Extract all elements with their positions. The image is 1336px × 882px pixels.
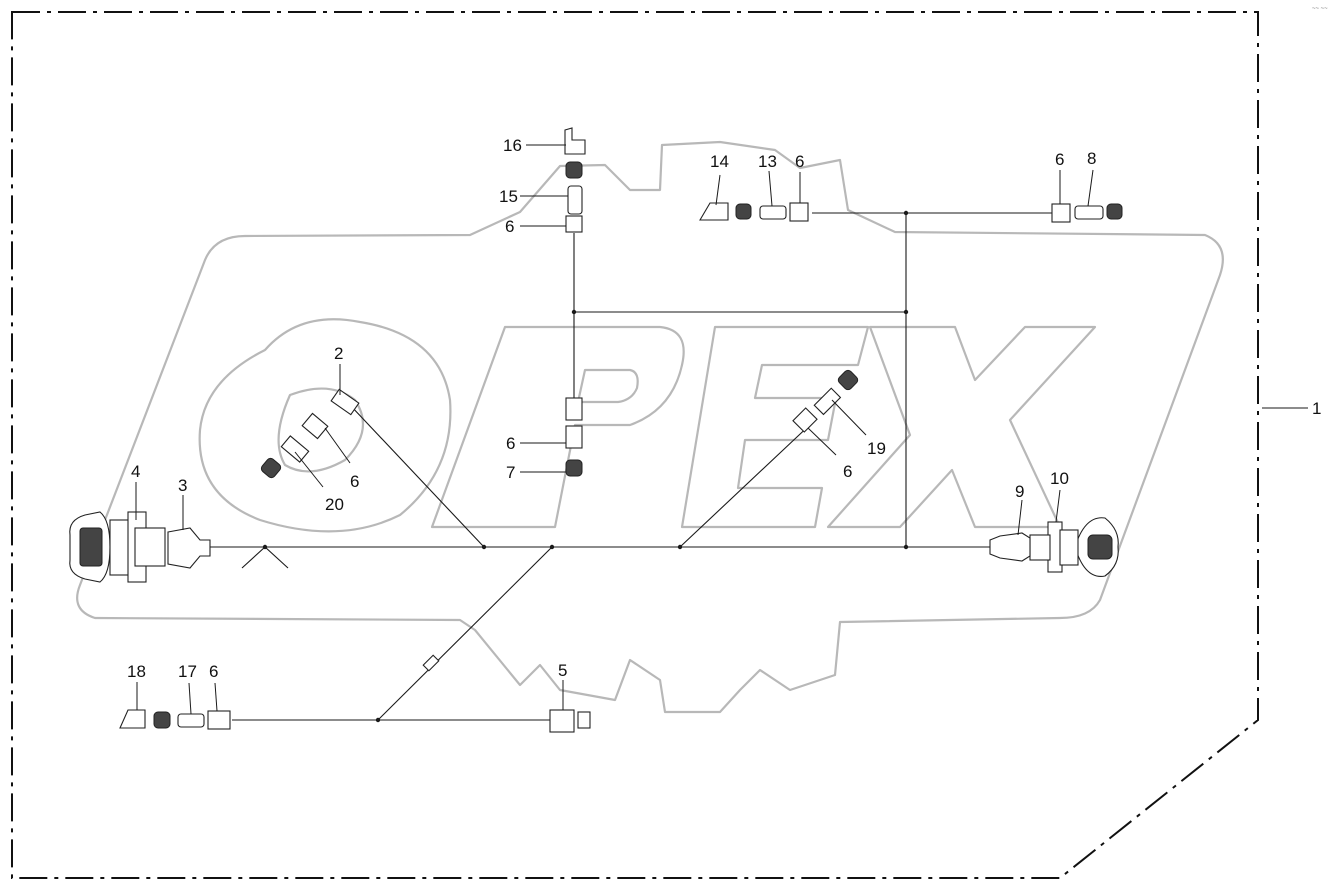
center-right-connectors <box>792 369 859 433</box>
bottom-left-connectors <box>119 709 231 730</box>
callout-6-middle: 6 <box>506 434 515 453</box>
top-branch-connectors <box>564 127 586 233</box>
callout-2: 2 <box>334 344 343 363</box>
callout-9: 9 <box>1015 482 1024 501</box>
top-right-connectors-right <box>1051 203 1123 223</box>
top-right-connectors-left <box>699 202 809 222</box>
callout-17: 17 <box>178 662 197 681</box>
right-bulkhead-connector <box>1029 517 1119 577</box>
callout-15: 15 <box>499 187 518 206</box>
callouts: 1 2 3 4 5 6 6 6 6 6 6 6 7 8 9 10 13 14 1… <box>127 136 1321 681</box>
left-boot <box>167 527 211 569</box>
callout-3: 3 <box>178 476 187 495</box>
callout-5: 5 <box>558 661 567 680</box>
corner-mark: ~~ ~~ <box>1312 6 1328 12</box>
wire-junctions <box>262 210 909 723</box>
bottom-right-module <box>549 709 591 733</box>
callout-8: 8 <box>1087 149 1096 168</box>
assembly-boundary <box>11 11 1259 879</box>
callout-6-top-right: 6 <box>795 152 804 171</box>
callout-6-bottom-left: 6 <box>209 662 218 681</box>
callout-16: 16 <box>503 136 522 155</box>
watermark-gear <box>76 140 1224 714</box>
callout-14: 14 <box>710 152 729 171</box>
callout-19: 19 <box>867 439 886 458</box>
middle-branch-connectors <box>565 397 583 477</box>
left-bulkhead-connector <box>69 511 166 583</box>
callout-6-center-right: 6 <box>843 462 852 481</box>
callout-6-left-center: 6 <box>350 472 359 491</box>
leader-lines <box>135 144 1308 715</box>
harness-wires <box>205 212 1052 721</box>
callout-4: 4 <box>131 462 140 481</box>
callout-20: 20 <box>325 495 344 514</box>
right-boot <box>989 532 1031 562</box>
left-center-connectors <box>260 388 360 479</box>
callout-13: 13 <box>758 152 777 171</box>
wire-clip <box>422 654 440 672</box>
callout-10: 10 <box>1050 469 1069 488</box>
callout-18: 18 <box>127 662 146 681</box>
callout-6-far-right: 6 <box>1055 150 1064 169</box>
callout-1: 1 <box>1312 399 1321 418</box>
callout-7: 7 <box>506 463 515 482</box>
callout-6-top: 6 <box>505 217 514 236</box>
